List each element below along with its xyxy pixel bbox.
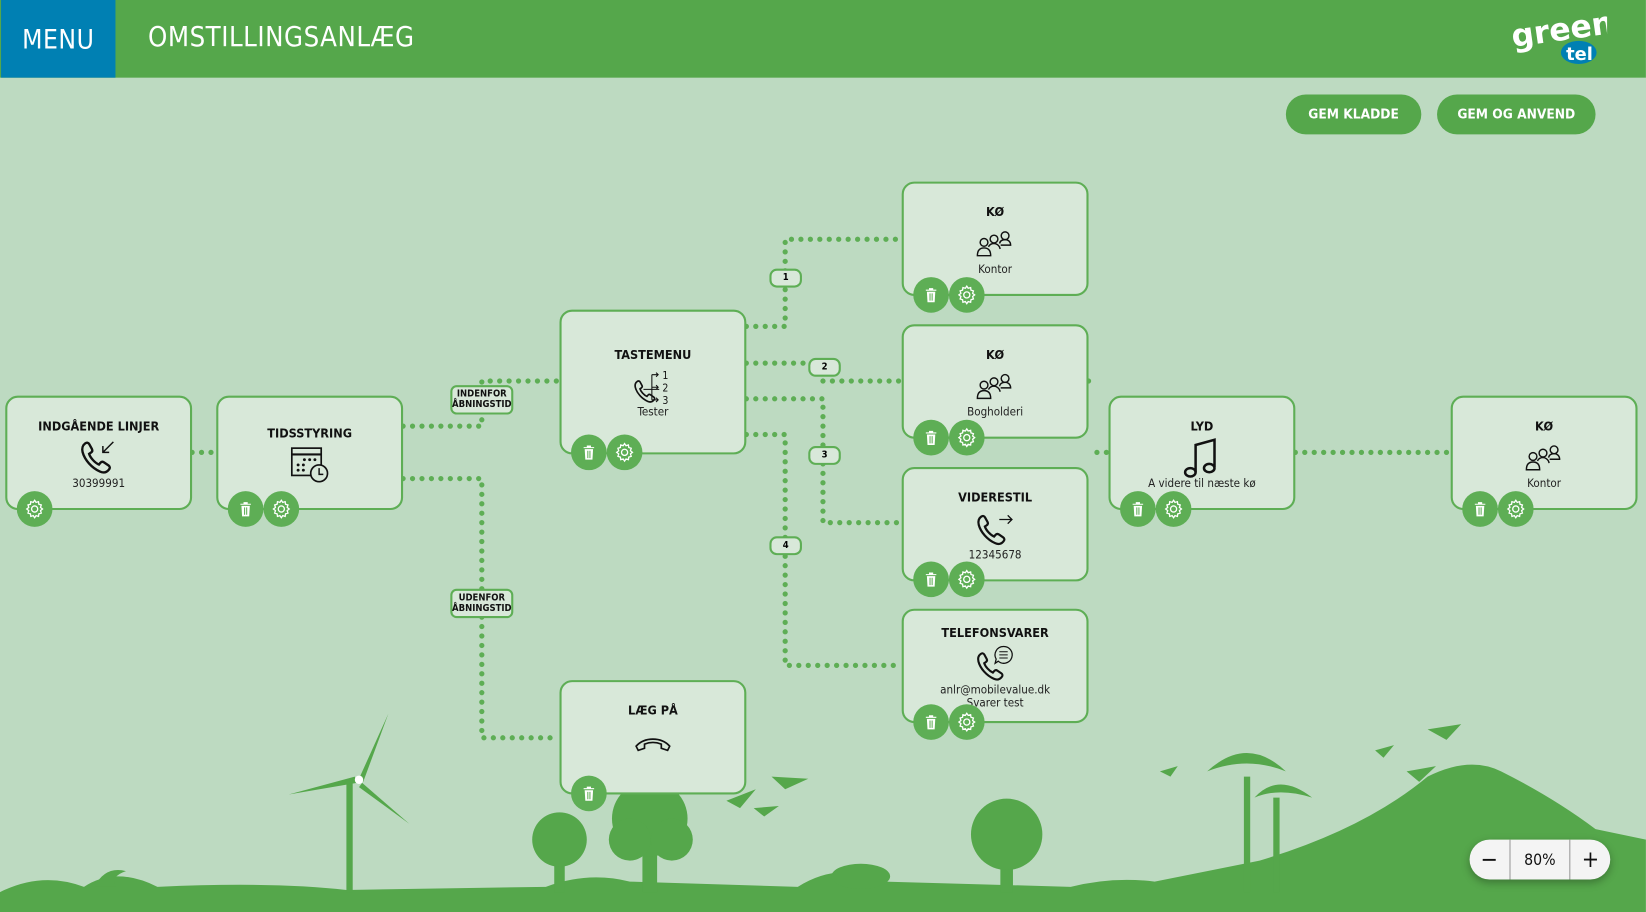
hangup-icon [562, 722, 745, 762]
node-title: KØ [986, 204, 1005, 220]
inside-opening-hours-label: INDENFOR ÅBNINGSTID [450, 385, 514, 415]
node-title: TASTEMENU [614, 347, 692, 363]
delete-button[interactable] [227, 491, 264, 527]
voicemail-icon [904, 644, 1087, 684]
gear-icon [958, 285, 976, 305]
delete-button[interactable] [913, 561, 949, 598]
zoom-control: − 80% + [1469, 839, 1611, 880]
zoom-out-button[interactable]: − [1470, 839, 1511, 880]
node-subtitle: anlr@mobilevalue.dk [940, 683, 1051, 697]
delete-button[interactable] [913, 277, 949, 313]
gear-icon [26, 499, 44, 519]
settings-button[interactable] [948, 419, 985, 456]
node-queue-bogholderi[interactable]: KØ Bogholderi [901, 324, 1089, 439]
outside-opening-hours-label: UDENFOR ÅBNINGSTID [450, 588, 514, 619]
node-voicemail[interactable]: TELEFONSVARER anlr@mobilevalue.dk Svarer… [901, 608, 1089, 724]
node-queue-kontor-2[interactable]: KØ Kontor [1450, 395, 1638, 511]
incoming-call-icon [7, 438, 190, 478]
gear-icon [1165, 499, 1183, 519]
trash-icon [925, 430, 937, 446]
group-icon [904, 224, 1087, 264]
key-badge-4: 4 [769, 536, 802, 556]
node-title: VIDERESTIL [958, 490, 1033, 505]
menu-button[interactable]: MENU [1, 0, 116, 78]
gear-icon [958, 428, 976, 448]
key-badge-3: 3 [808, 446, 841, 465]
settings-button[interactable] [1497, 491, 1534, 527]
group-icon [1453, 438, 1636, 478]
zoom-level: 80% [1510, 839, 1571, 880]
svg-text:2: 2 [662, 382, 668, 394]
node-time-control[interactable]: TIDSSTYRING [216, 395, 404, 511]
trash-icon [239, 501, 252, 517]
node-title: INDGÅENDE LINJER [38, 418, 160, 434]
trash-icon [925, 287, 937, 303]
node-title: LÆG PÅ [627, 703, 678, 718]
settings-button[interactable] [948, 561, 985, 598]
delete-button[interactable] [571, 775, 607, 812]
node-subtitle-2: Svarer test [966, 695, 1024, 710]
save-draft-button[interactable]: GEM KLADDE [1285, 94, 1422, 135]
node-incoming-lines[interactable]: INDGÅENDE LINJER 30399991 [5, 395, 193, 511]
trash-icon [925, 714, 937, 730]
trash-icon [1474, 501, 1486, 517]
node-sound[interactable]: LYD A videre til næste kø [1108, 395, 1296, 511]
node-subtitle: 12345678 [968, 547, 1022, 562]
svg-text:3: 3 [662, 395, 668, 406]
svg-text:tel: tel [1566, 44, 1593, 65]
node-hang-up[interactable]: LÆG PÅ [559, 680, 747, 795]
svg-text:1: 1 [662, 370, 668, 382]
gear-icon [958, 569, 976, 589]
trash-icon [583, 786, 595, 802]
gear-icon [1507, 499, 1525, 519]
group-icon [904, 366, 1087, 406]
settings-button[interactable] [1155, 491, 1192, 527]
calendar-clock-icon [218, 445, 401, 485]
trash-icon [583, 444, 595, 461]
greentel-logo: green tel [1509, 8, 1607, 65]
gear-icon [616, 442, 634, 462]
save-and-apply-button[interactable]: GEM OG ANVEND [1437, 94, 1596, 135]
node-queue-kontor[interactable]: KØ Kontor [901, 181, 1089, 296]
delete-button[interactable] [913, 419, 949, 456]
key-badge-2: 2 [808, 357, 841, 377]
node-subtitle: Kontor [978, 262, 1013, 277]
delete-button[interactable] [1462, 491, 1498, 527]
node-subtitle: 30399991 [72, 476, 126, 491]
node-subtitle: Bogholderi [967, 405, 1024, 419]
node-title: TIDSSTYRING [267, 426, 353, 441]
settings-button[interactable] [948, 277, 985, 313]
gear-icon [958, 712, 976, 732]
settings-button[interactable] [16, 491, 53, 527]
delete-button[interactable] [1120, 491, 1156, 527]
settings-button[interactable] [606, 434, 643, 471]
node-subtitle: A videre til næste kø [1148, 476, 1256, 491]
node-title: LYD [1190, 418, 1214, 434]
node-title: KØ [1535, 418, 1554, 434]
settings-button[interactable] [948, 704, 985, 740]
delete-button[interactable] [913, 704, 949, 740]
gear-icon [272, 499, 290, 519]
node-title: KØ [986, 347, 1005, 363]
zoom-in-button[interactable]: + [1581, 846, 1600, 873]
node-subtitle: Tester [637, 405, 669, 419]
node-title: TELEFONSVARER [941, 625, 1049, 641]
trash-icon [925, 571, 937, 588]
phone-forward-icon [904, 509, 1087, 549]
page-title: OMSTILLINGSANLÆG [148, 22, 415, 54]
node-subtitle: Kontor [1527, 476, 1562, 491]
trash-icon [1132, 501, 1144, 517]
delete-button[interactable] [571, 434, 607, 471]
settings-button[interactable] [263, 491, 300, 527]
music-note-icon [1111, 438, 1294, 478]
key-badge-1: 1 [769, 268, 802, 288]
app-header: MENU OMSTILLINGSANLÆG green tel [0, 0, 1646, 78]
